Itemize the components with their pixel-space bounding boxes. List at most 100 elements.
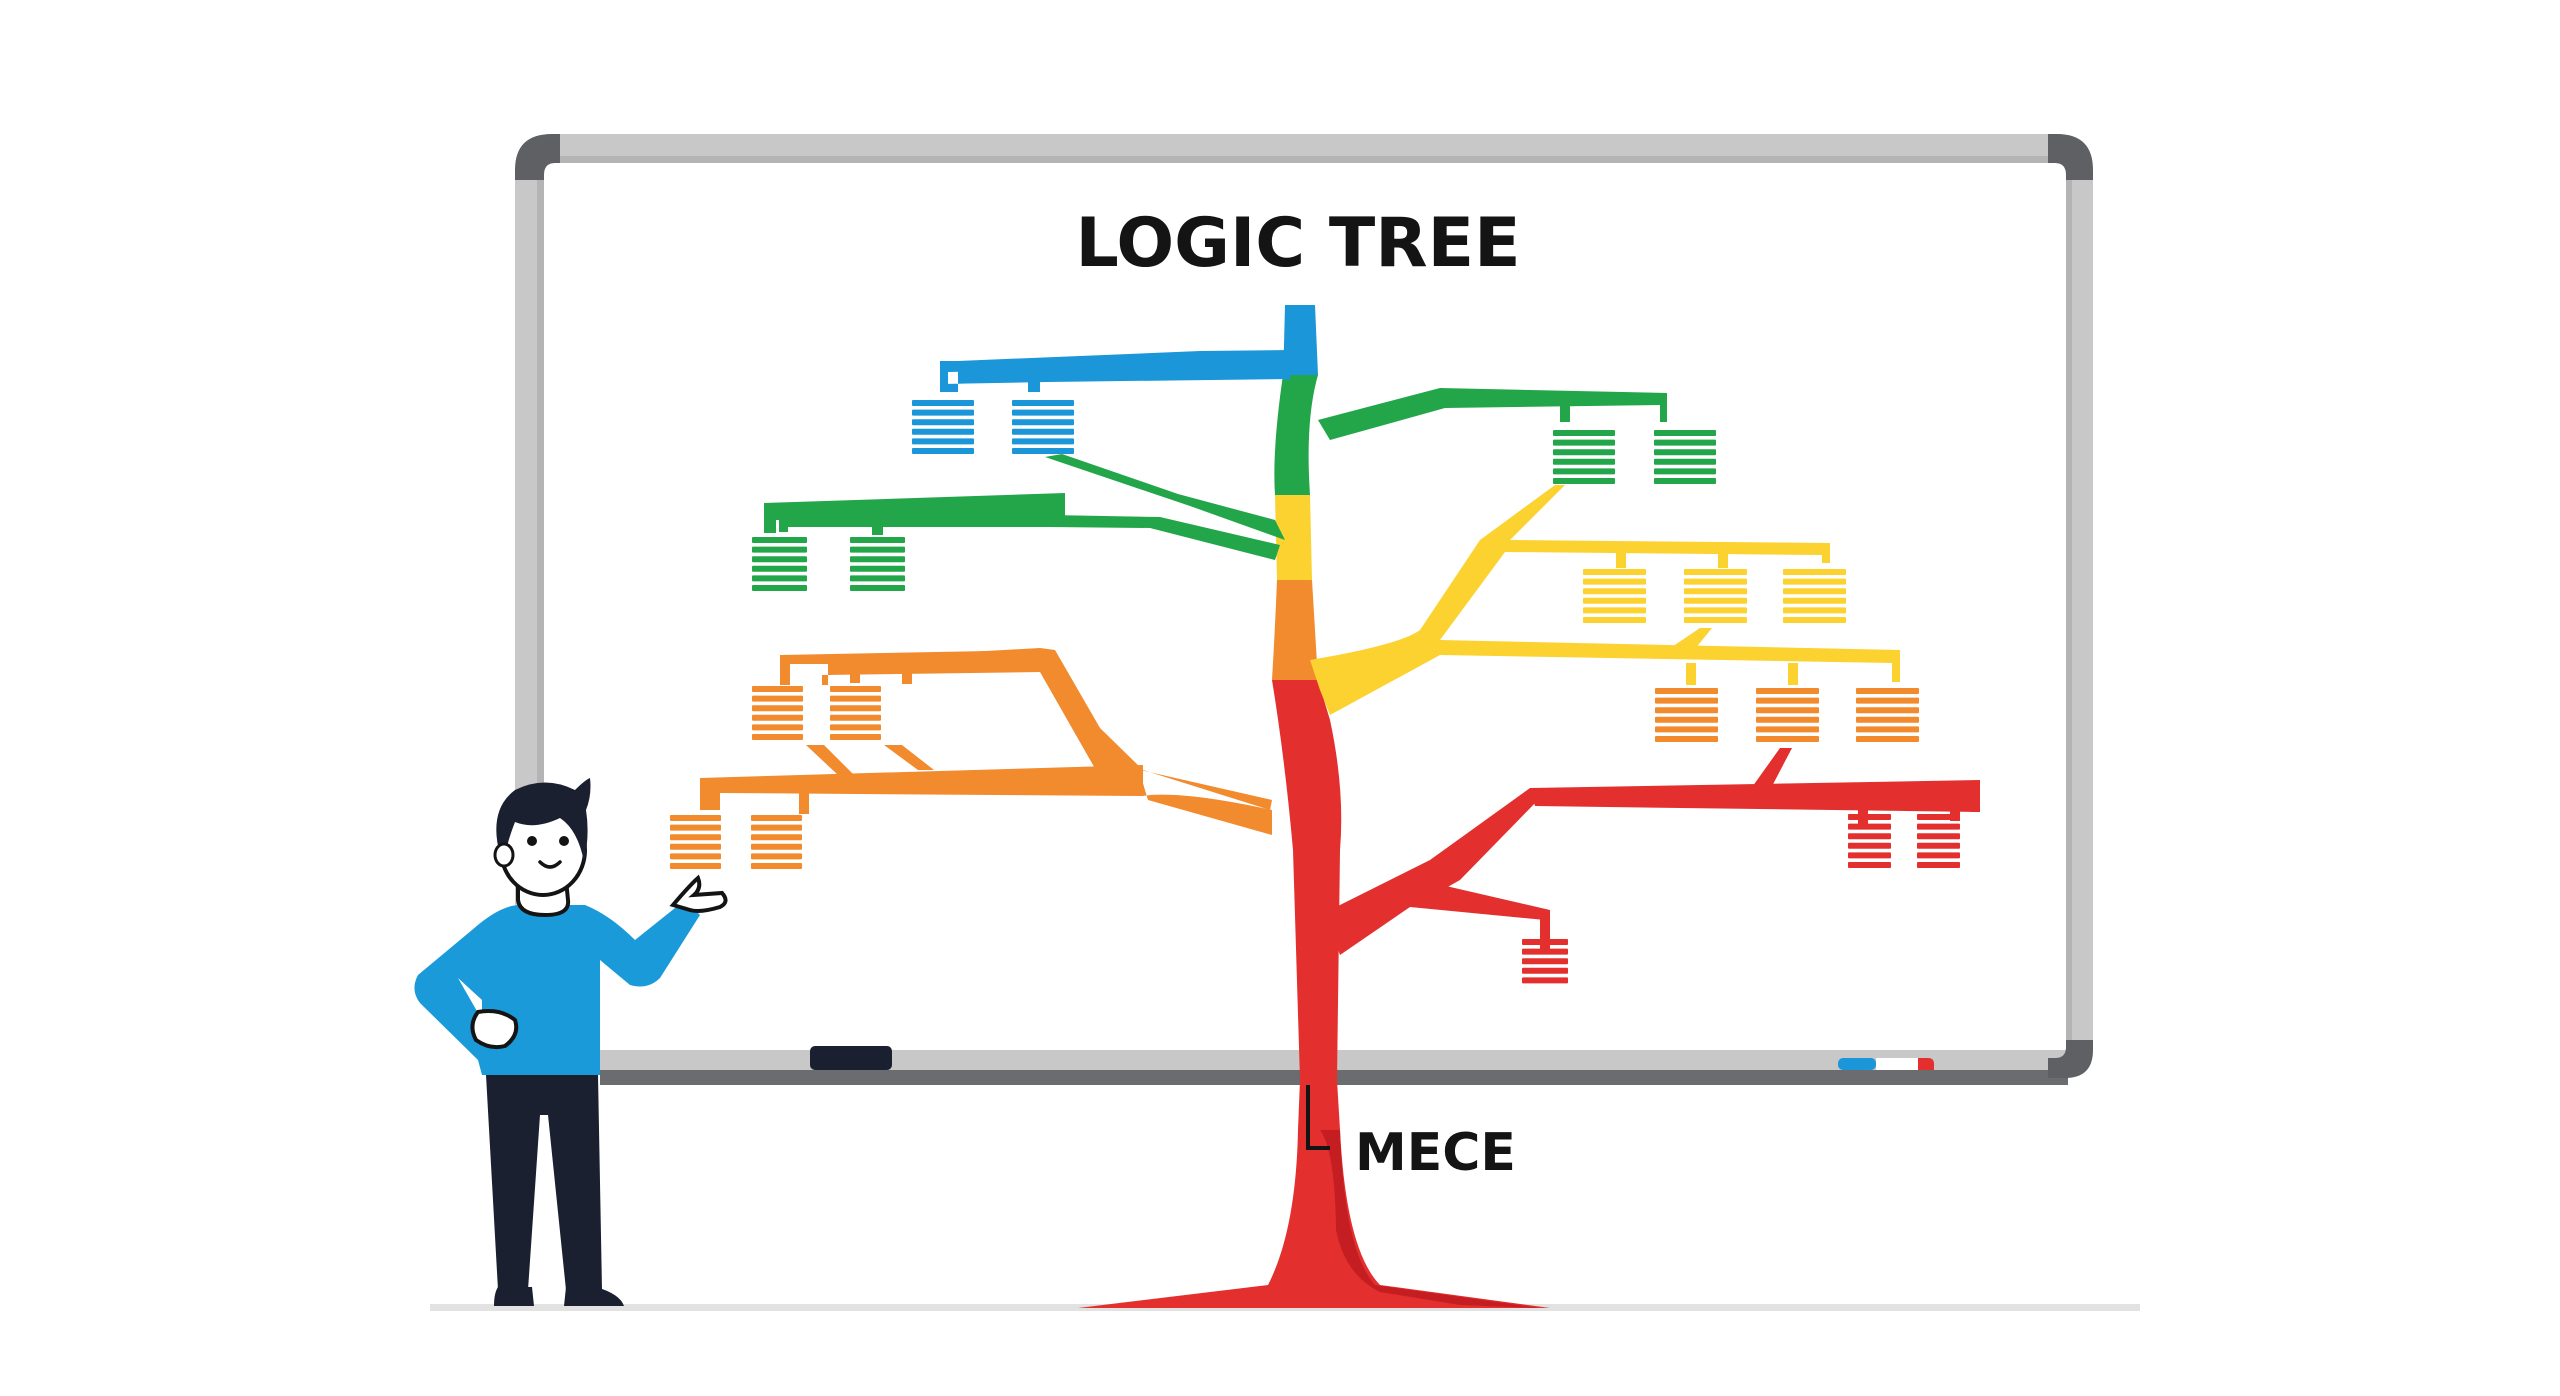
- leaf-group-orange: [670, 815, 721, 869]
- trunk-band-green: [1274, 375, 1318, 495]
- leaf-line: [1756, 707, 1819, 714]
- leaf-line: [670, 843, 721, 850]
- leaf-line: [1917, 814, 1960, 820]
- leaf-line: [1654, 478, 1716, 484]
- leaf-line: [1654, 458, 1716, 465]
- tree-trunk: [1272, 305, 1342, 1080]
- leaf-line: [670, 815, 721, 821]
- markers: [1838, 1058, 1934, 1070]
- leaf-line: [1012, 419, 1074, 426]
- leaf-groups: [670, 400, 1960, 984]
- leaf-line: [1553, 449, 1615, 456]
- leaf-line: [670, 824, 721, 831]
- leaf-line: [1583, 597, 1646, 604]
- leaf-group-orange: [1756, 688, 1819, 742]
- leaf-line: [1917, 823, 1960, 830]
- leaf-line: [830, 686, 881, 692]
- branch-orange: [700, 648, 1272, 835]
- leaf-line: [751, 834, 802, 841]
- leaf-line: [1684, 607, 1747, 614]
- leaf-line: [670, 834, 721, 841]
- leaf-line: [912, 400, 974, 406]
- leaf-group-yellow: [1783, 569, 1846, 623]
- tree-root: [1078, 1080, 1550, 1308]
- leaf-line: [1848, 842, 1891, 849]
- person-ear: [493, 842, 515, 868]
- leaf-group-orange: [751, 815, 802, 869]
- leaf-group-green: [752, 537, 807, 591]
- branch-blue: [940, 350, 1290, 392]
- leaf-line: [1848, 833, 1891, 840]
- leaf-group-red: [1848, 814, 1891, 868]
- marker-red[interactable]: [1918, 1058, 1934, 1070]
- leaf-group-green: [1553, 430, 1615, 484]
- leaf-line: [1848, 823, 1891, 830]
- leaf-line: [1684, 569, 1747, 575]
- branch-orange-lower: [700, 780, 1272, 835]
- leaf-line: [1553, 430, 1615, 436]
- leaf-line: [1583, 569, 1646, 575]
- leaf-group-orange: [830, 686, 881, 740]
- leaf-line: [670, 863, 721, 869]
- leaf-line: [1917, 852, 1960, 859]
- leaf-line: [1553, 458, 1615, 465]
- leaf-line: [752, 695, 803, 702]
- leaf-group-green: [850, 537, 905, 591]
- leaf-line: [912, 428, 974, 435]
- branch-yellow: [1310, 485, 1900, 715]
- leaf-line: [1684, 597, 1747, 604]
- leaf-line: [751, 824, 802, 831]
- branch-green: [764, 388, 1667, 560]
- leaf-line: [1654, 468, 1716, 475]
- person-eye-right: [559, 836, 569, 846]
- leaf-line: [1522, 948, 1568, 955]
- leaf-line: [1848, 852, 1891, 859]
- leaf-line: [1917, 833, 1960, 840]
- leaf-line: [1783, 617, 1846, 623]
- trunk-band-yellow: [1275, 495, 1312, 580]
- branch-yellow-lower: [1320, 640, 1900, 715]
- leaf-line: [1917, 862, 1960, 868]
- leaf-line: [1756, 697, 1819, 704]
- leaf-line: [1655, 707, 1718, 714]
- leaf-line: [1783, 578, 1846, 585]
- leaf-line: [850, 575, 905, 582]
- leaf-line: [830, 695, 881, 702]
- marker-blue[interactable]: [1838, 1058, 1876, 1070]
- leaf-line: [752, 686, 803, 692]
- leaf-line: [752, 546, 807, 553]
- leaf-line: [1553, 478, 1615, 484]
- eraser-icon[interactable]: [810, 1046, 892, 1070]
- leaf-line: [1012, 448, 1074, 454]
- leaf-line: [1654, 439, 1716, 446]
- leaf-group-blue: [1012, 400, 1074, 454]
- person-smile: [538, 860, 562, 869]
- leaf-line: [752, 537, 807, 543]
- leaf-line: [1756, 688, 1819, 694]
- marker-white[interactable]: [1876, 1058, 1918, 1070]
- leaf-group-orange: [1856, 688, 1919, 742]
- leaf-line: [1654, 430, 1716, 436]
- leaf-line: [1012, 438, 1074, 445]
- person-shoe-left: [494, 1287, 534, 1306]
- leaf-group-green: [1654, 430, 1716, 484]
- person-hand-left: [470, 1009, 519, 1050]
- leaf-line: [1783, 607, 1846, 614]
- leaf-line: [1684, 588, 1747, 595]
- leaf-line: [1655, 716, 1718, 723]
- leaf-line: [912, 409, 974, 416]
- leaf-line: [1848, 862, 1891, 868]
- branch-red-upper: [1320, 788, 1980, 940]
- person-hair: [496, 778, 591, 862]
- presenter-person: [414, 778, 728, 1306]
- leaf-line: [1522, 939, 1568, 945]
- branch-red: [1320, 748, 1980, 955]
- leaf-line: [751, 815, 802, 821]
- leaf-line: [1583, 617, 1646, 623]
- leaf-line: [751, 863, 802, 869]
- leaf-group-orange: [1655, 688, 1718, 742]
- leaf-line: [850, 556, 905, 563]
- leaf-group-red: [1522, 939, 1568, 984]
- branch-green-right: [1318, 388, 1667, 440]
- leaf-line: [1012, 409, 1074, 416]
